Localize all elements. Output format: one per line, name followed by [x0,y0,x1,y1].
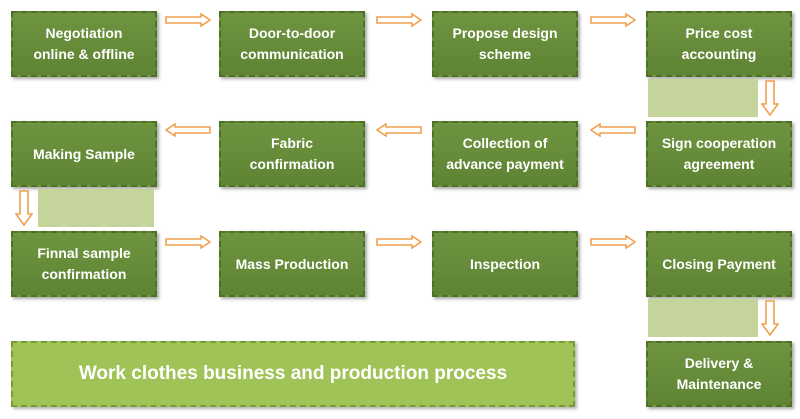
connector-band [648,299,758,337]
arrow-down-icon [761,300,779,336]
arrow-right-icon [165,13,211,27]
step-making-sample: Making Sample [11,121,157,187]
step-fabric-confirmation: Fabric confirmation [219,121,365,187]
diagram-title: Work clothes business and production pro… [11,341,575,407]
arrow-right-icon [376,13,422,27]
step-propose-design: Propose design scheme [432,11,578,77]
arrow-right-icon [590,235,636,249]
connector-band [648,79,758,117]
step-negotiation: Negotiation online & offline [11,11,157,77]
step-delivery: Delivery & Maintenance [646,341,792,407]
step-mass-production: Mass Production [219,231,365,297]
step-advance-payment: Collection of advance payment [432,121,578,187]
step-price-cost: Price cost accounting [646,11,792,77]
step-inspection: Inspection [432,231,578,297]
connector-band [38,189,154,227]
arrow-left-icon [376,123,422,137]
arrow-left-icon [590,123,636,137]
arrow-right-icon [590,13,636,27]
arrow-right-icon [376,235,422,249]
step-final-sample: Finnal sample confirmation [11,231,157,297]
step-closing-payment: Closing Payment [646,231,792,297]
step-door-to-door: Door-to-door communication [219,11,365,77]
arrow-left-icon [165,123,211,137]
step-sign-cooperation: Sign cooperation agreement [646,121,792,187]
arrow-down-icon [15,190,33,226]
arrow-right-icon [165,235,211,249]
arrow-down-icon [761,80,779,116]
